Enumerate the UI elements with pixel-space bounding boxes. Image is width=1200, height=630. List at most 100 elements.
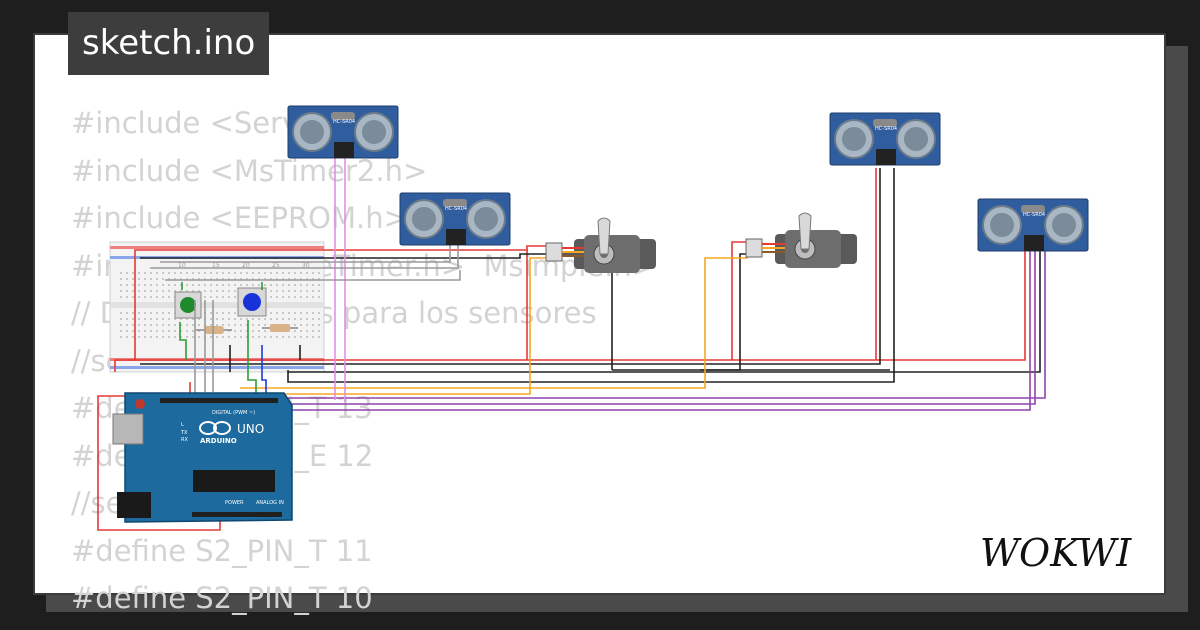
breadboard-hole xyxy=(186,336,188,338)
breadboard-hole xyxy=(138,278,140,280)
breadboard-hole xyxy=(312,324,314,326)
breadboard-hole xyxy=(186,324,188,326)
breadboard-hole xyxy=(276,296,278,298)
breadboard-hole xyxy=(246,272,248,274)
blue-pushbutton[interactable] xyxy=(237,287,267,317)
breadboard-hole xyxy=(216,318,218,320)
breadboard-hole xyxy=(174,284,176,286)
arduino-uno-board[interactable] xyxy=(112,392,293,523)
breadboard-hole xyxy=(132,330,134,332)
breadboard-hole xyxy=(132,290,134,292)
breadboard-hole xyxy=(192,284,194,286)
ultrasonic-sensor-2[interactable] xyxy=(399,192,511,246)
breadboard-hole xyxy=(180,336,182,338)
breadboard-hole xyxy=(174,272,176,274)
breadboard-hole xyxy=(174,324,176,326)
breadboard-hole xyxy=(318,272,320,274)
breadboard-hole xyxy=(252,284,254,286)
breadboard-hole xyxy=(228,284,230,286)
breadboard-hole xyxy=(258,278,260,280)
breadboard-hole xyxy=(120,278,122,280)
servo-motor-1[interactable] xyxy=(573,217,657,274)
breadboard-hole xyxy=(120,336,122,338)
green-pushbutton[interactable] xyxy=(174,291,202,319)
breadboard-hole xyxy=(318,318,320,320)
breadboard-hole xyxy=(294,284,296,286)
breadboard-hole xyxy=(282,318,284,320)
breadboard-hole xyxy=(306,336,308,338)
breadboard-hole xyxy=(198,318,200,320)
breadboard-holes xyxy=(120,272,320,338)
breadboard-hole xyxy=(120,284,122,286)
breadboard-hole xyxy=(138,272,140,274)
breadboard-hole xyxy=(210,290,212,292)
breadboard-hole xyxy=(234,330,236,332)
breadboard-hole xyxy=(120,272,122,274)
breadboard-hole xyxy=(222,290,224,292)
breadboard-hole xyxy=(144,312,146,314)
breadboard-hole xyxy=(210,312,212,314)
breadboard-hole xyxy=(156,296,158,298)
breadboard-hole xyxy=(240,278,242,280)
breadboard-hole xyxy=(186,330,188,332)
wokwi-logo: WOKWI xyxy=(980,531,1132,575)
breadboard-hole xyxy=(300,324,302,326)
breadboard-hole xyxy=(216,278,218,280)
breadboard-hole xyxy=(150,312,152,314)
breadboard-hole xyxy=(150,336,152,338)
breadboard-hole xyxy=(126,336,128,338)
breadboard-hole xyxy=(138,330,140,332)
breadboard-hole xyxy=(300,290,302,292)
ultrasonic-sensor-1[interactable] xyxy=(287,105,399,159)
breadboard-hole xyxy=(312,330,314,332)
breadboard-hole xyxy=(168,312,170,314)
breadboard-hole xyxy=(264,318,266,320)
breadboard-hole xyxy=(138,324,140,326)
breadboard-hole xyxy=(318,284,320,286)
breadboard-hole xyxy=(120,330,122,332)
breadboard-hole xyxy=(282,312,284,314)
breadboard-hole xyxy=(216,324,218,326)
breadboard-hole xyxy=(216,272,218,274)
breadboard-hole xyxy=(138,312,140,314)
breadboard-hole xyxy=(288,318,290,320)
sensor-label: HC-SR04 xyxy=(875,126,897,132)
breadboard-hole xyxy=(294,290,296,292)
breadboard-hole xyxy=(282,272,284,274)
breadboard-hole xyxy=(150,284,152,286)
breadboard-hole xyxy=(174,278,176,280)
breadboard-hole xyxy=(312,296,314,298)
breadboard-hole xyxy=(294,312,296,314)
bb-number: 20 xyxy=(242,262,250,269)
breadboard-hole xyxy=(198,324,200,326)
breadboard-hole xyxy=(234,278,236,280)
sketch-title-tab[interactable]: sketch.ino xyxy=(68,12,270,75)
breadboard-hole xyxy=(318,278,320,280)
breadboard-hole xyxy=(312,278,314,280)
breadboard-hole xyxy=(240,330,242,332)
breadboard-hole xyxy=(162,336,164,338)
breadboard-hole xyxy=(252,318,254,320)
breadboard-hole xyxy=(168,330,170,332)
ultrasonic-sensor-3[interactable] xyxy=(829,112,941,166)
breadboard-hole xyxy=(222,296,224,298)
breadboard-hole xyxy=(144,324,146,326)
servo-connector xyxy=(545,242,563,262)
breadboard-hole xyxy=(222,336,224,338)
ultrasonic-sensor-4[interactable] xyxy=(977,198,1089,252)
code-line: #define S2_PIN_T 11 xyxy=(71,534,373,568)
breadboard-hole xyxy=(204,290,206,292)
code-line: #include <MsTimer2.h> xyxy=(71,154,428,188)
servo-motor-2[interactable] xyxy=(774,212,858,269)
breadboard-hole xyxy=(186,272,188,274)
breadboard-hole xyxy=(132,324,134,326)
breadboard-hole xyxy=(138,296,140,298)
breadboard-hole xyxy=(192,330,194,332)
code-line: #include <EEPROM.h> xyxy=(71,201,408,235)
breadboard-hole xyxy=(150,272,152,274)
breadboard-hole xyxy=(150,318,152,320)
breadboard-hole xyxy=(156,318,158,320)
breadboard-hole xyxy=(210,324,212,326)
breadboard-hole xyxy=(276,312,278,314)
breadboard-hole xyxy=(192,278,194,280)
